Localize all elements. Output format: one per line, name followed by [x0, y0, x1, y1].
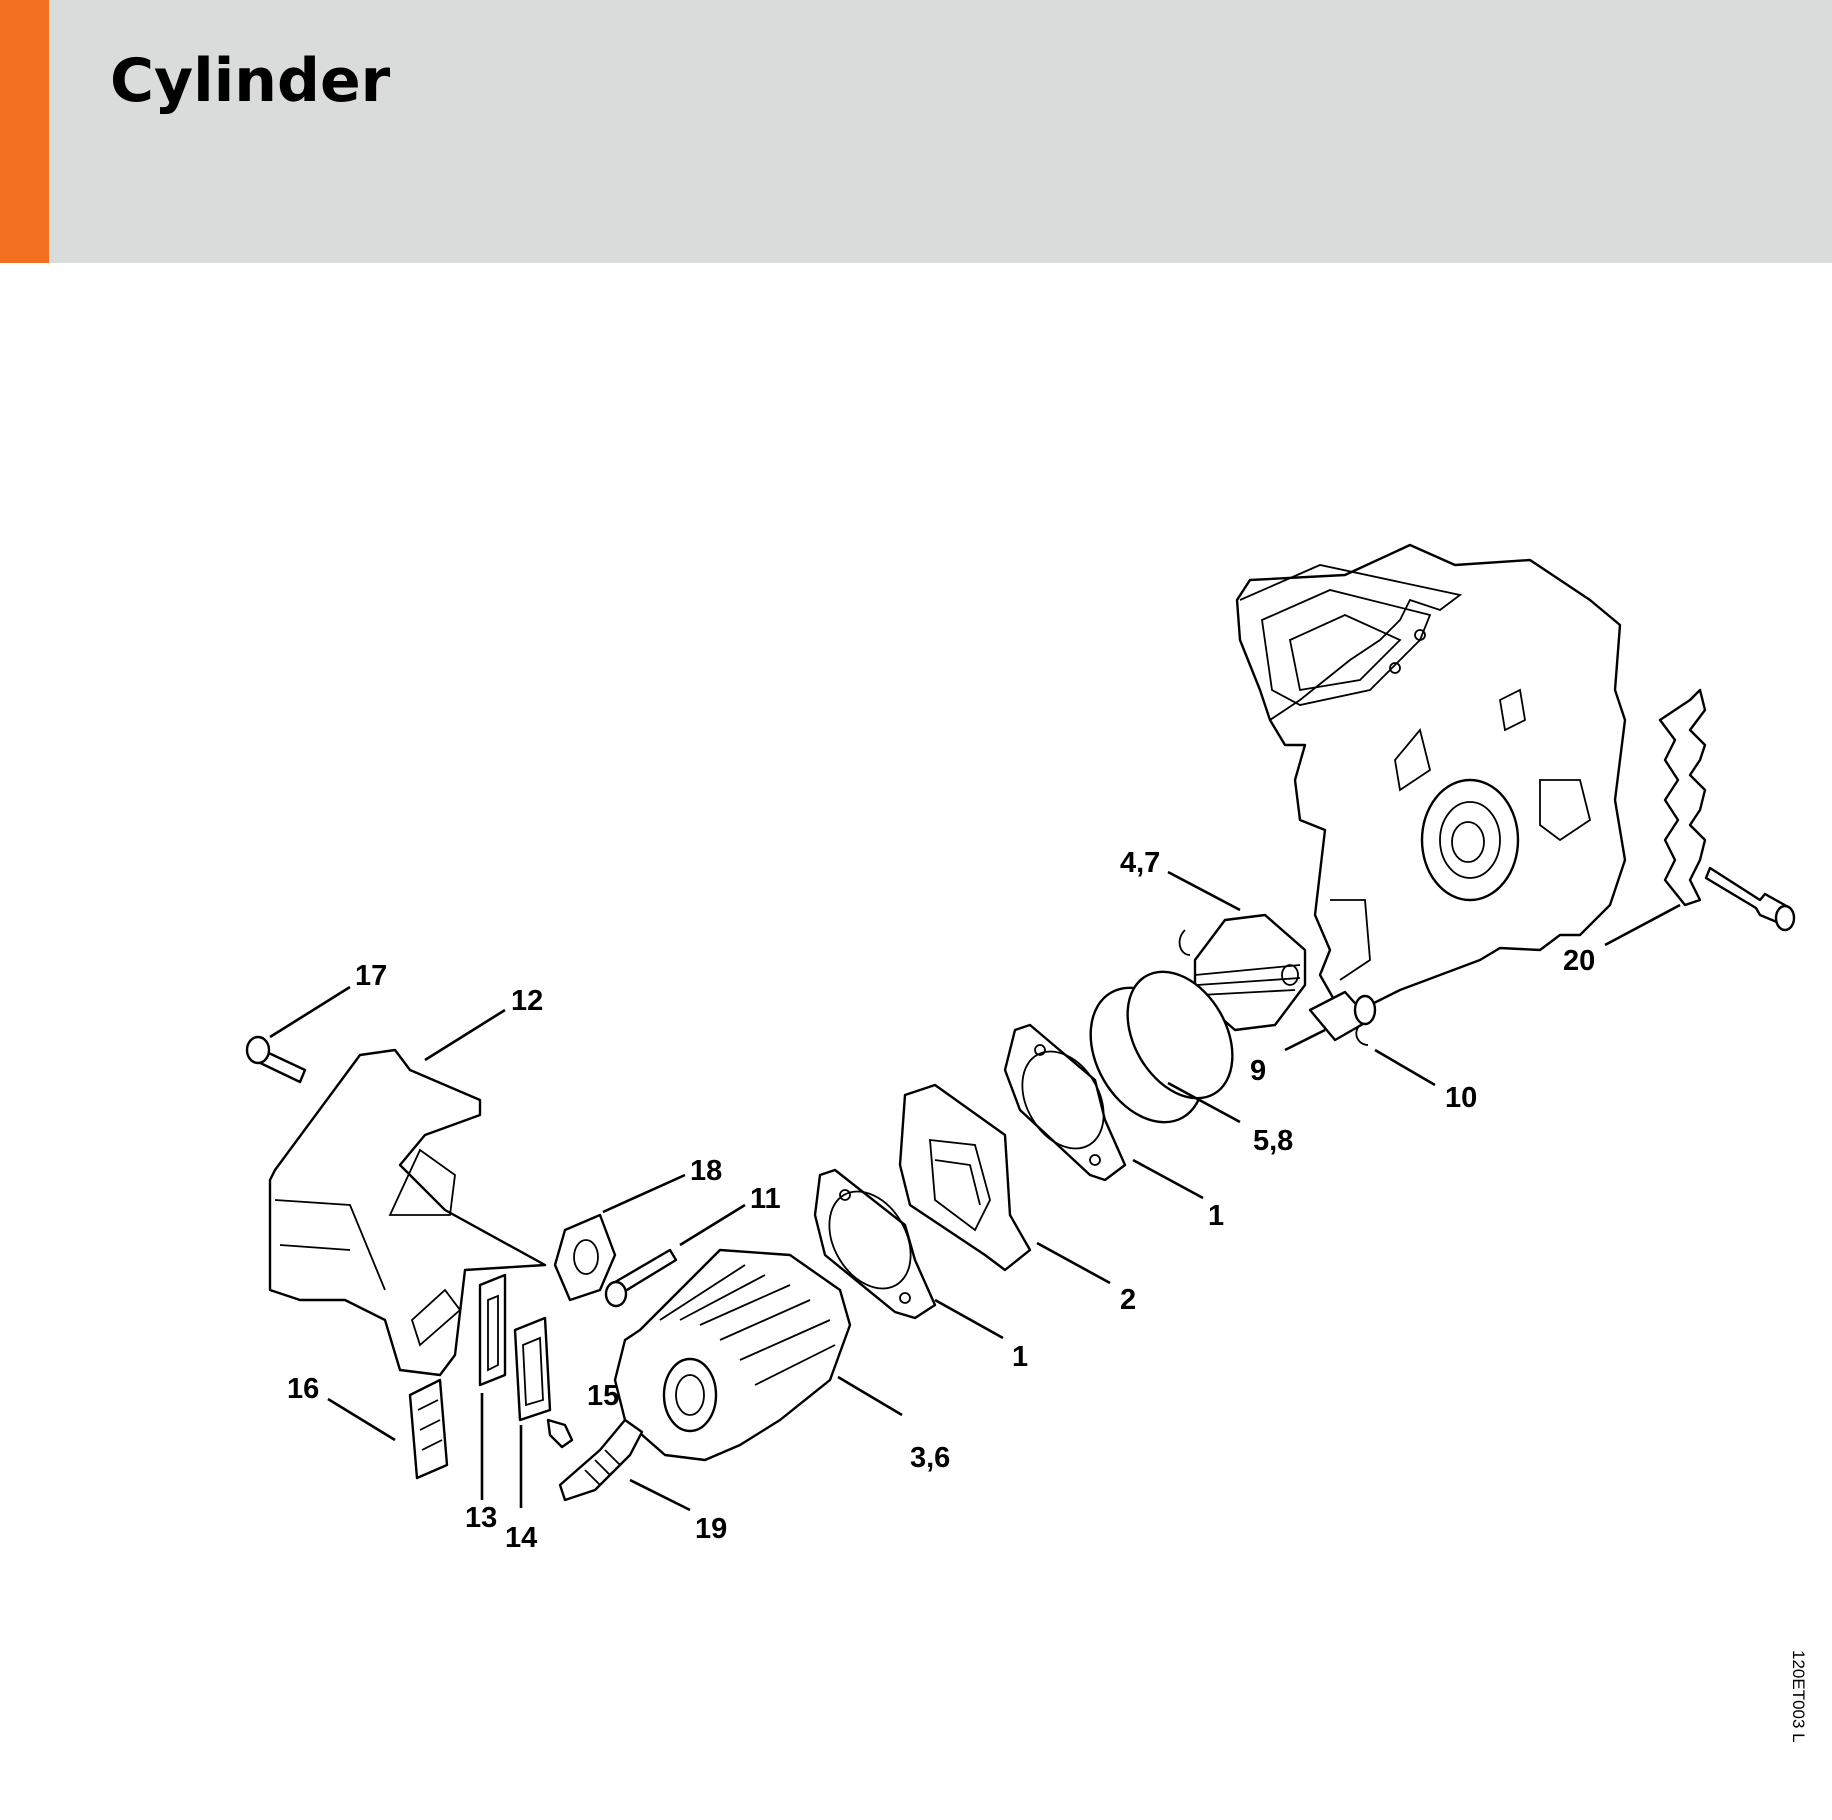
piston-rings-part — [1089, 970, 1234, 1124]
callout-18: 18 — [690, 1155, 722, 1187]
header-panel: Cylinder — [0, 0, 1832, 263]
callout-20: 20 — [1563, 945, 1595, 977]
cylinder-part — [613, 1248, 852, 1462]
page-title: Cylinder — [110, 46, 391, 116]
gasket-part-14 — [513, 1316, 552, 1422]
callout-3-6: 3,6 — [910, 1442, 950, 1474]
crankcase-part — [1235, 543, 1627, 1012]
callout-13: 13 — [465, 1502, 497, 1534]
gasket-part-1-lower — [813, 1168, 937, 1320]
flange-part-2 — [898, 1083, 1032, 1272]
callout-9: 9 — [1250, 1055, 1266, 1087]
piston-pin-part — [1308, 990, 1377, 1046]
callout-2: 2 — [1120, 1284, 1136, 1316]
plate-part-16 — [408, 1378, 449, 1480]
leader-lines — [269, 870, 1681, 1512]
accent-bar — [0, 0, 49, 263]
callout-14: 14 — [505, 1522, 537, 1554]
callout-1-lower: 1 — [1012, 1341, 1028, 1373]
callout-16: 16 — [287, 1373, 319, 1405]
callout-10: 10 — [1445, 1082, 1477, 1114]
screw-part-15 — [546, 1418, 574, 1449]
muffler-part — [268, 1048, 547, 1377]
callout-1-upper: 1 — [1208, 1200, 1224, 1232]
drawing-id: 120ET003 L — [1789, 1650, 1808, 1743]
callout-19: 19 — [695, 1513, 727, 1545]
gasket-part-18 — [553, 1213, 617, 1302]
screw-part-17 — [245, 1035, 307, 1084]
gasket-part-1-upper — [1003, 1023, 1127, 1182]
callout-labels: 17 12 18 11 16 15 13 14 19 3,6 1 2 1 5,8… — [287, 847, 1595, 1554]
callout-11: 11 — [750, 1183, 781, 1215]
gasket-part-13 — [478, 1273, 507, 1387]
callout-5-8: 5,8 — [1253, 1125, 1293, 1157]
callout-4-7: 4,7 — [1120, 847, 1160, 879]
callout-15: 15 — [587, 1380, 619, 1412]
spark-plug-part — [558, 1418, 644, 1502]
screw-part-11 — [604, 1248, 678, 1308]
callout-17: 17 — [355, 960, 387, 992]
callout-12: 12 — [511, 985, 543, 1017]
gasket-part-20 — [1658, 688, 1796, 932]
